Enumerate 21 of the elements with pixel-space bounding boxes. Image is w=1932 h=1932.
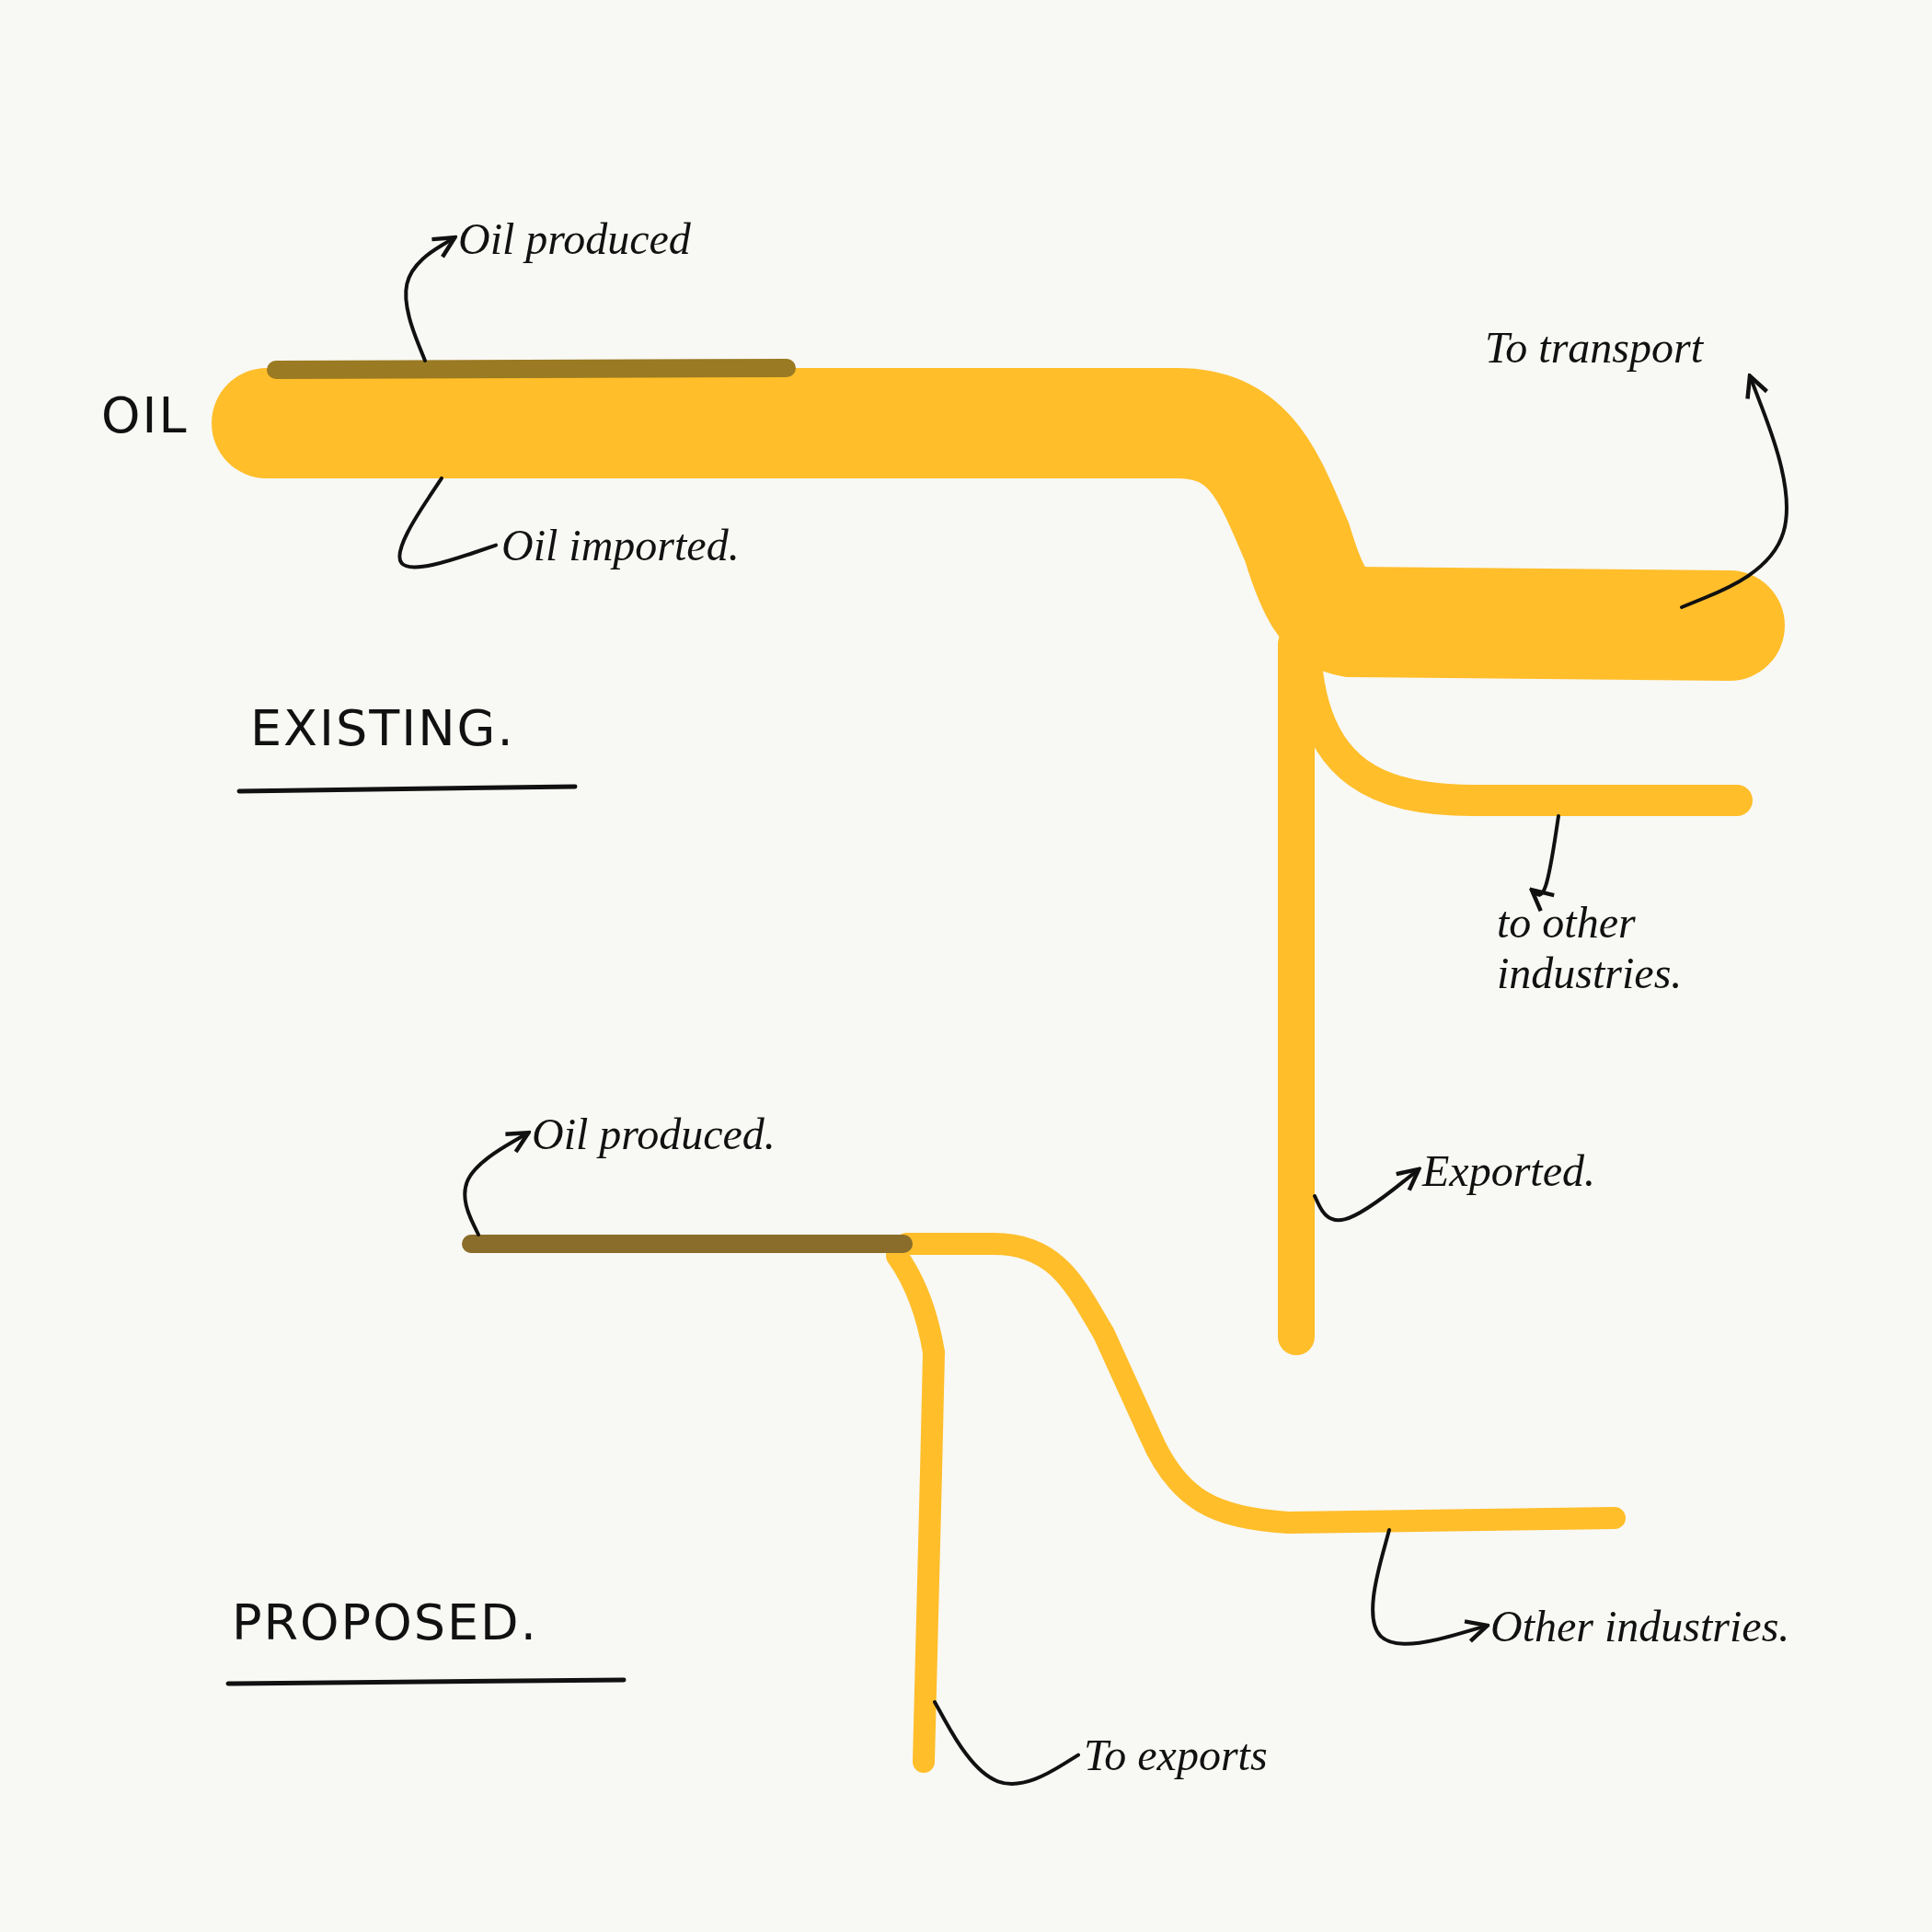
section-heading: EXISTING.: [250, 699, 515, 757]
title-label: OIL: [101, 386, 189, 444]
section-heading: PROPOSED.: [232, 1593, 538, 1651]
leader-line: [1529, 814, 1560, 914]
leader-line: [404, 235, 457, 362]
leader-line: [1313, 1167, 1421, 1223]
flow-label: Exported.: [1422, 1145, 1698, 1197]
flow-label: To transport: [1485, 322, 1798, 374]
flow-band: [462, 1235, 913, 1253]
flow-label: To exports: [1084, 1730, 1360, 1781]
leader-line: [397, 477, 498, 569]
leader-line: [1680, 374, 1788, 609]
flow-label: Oil produced: [458, 213, 789, 265]
flow-label: Oil imported.: [501, 520, 814, 571]
leader-line: [463, 1130, 531, 1236]
flow-label: Other industries.: [1490, 1601, 1794, 1652]
leader-line: [933, 1700, 1080, 1786]
leader-line: [1371, 1528, 1489, 1646]
flow-label: to other industries.: [1497, 897, 1773, 999]
flow-band: [267, 359, 796, 379]
flow-label: Oil produced.: [532, 1109, 863, 1160]
